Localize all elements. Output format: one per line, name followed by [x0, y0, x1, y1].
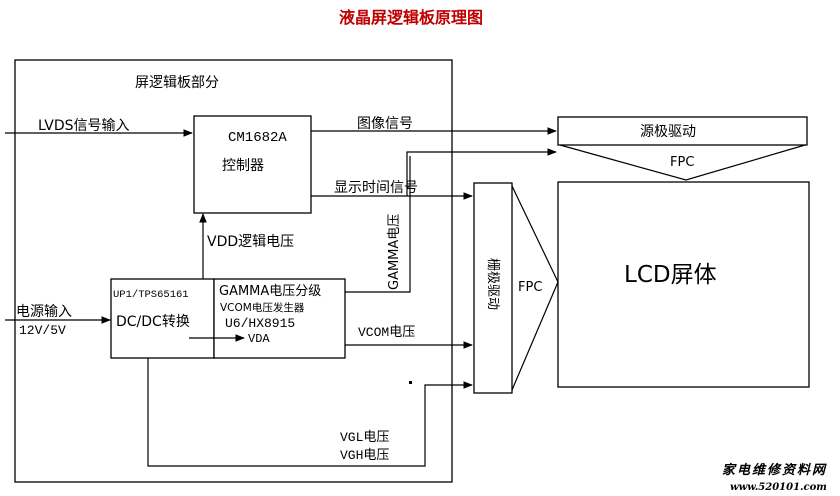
- watermark-url: www.520101.com: [730, 482, 827, 493]
- fpc-top-label: FPC: [670, 155, 694, 170]
- gamma-voltage-line: [345, 156, 411, 293]
- power-input-label: 电源输入: [16, 304, 72, 320]
- controller-chip-label: CM1682A: [228, 130, 287, 146]
- lcd-panel-label: LCD屏体: [624, 262, 717, 288]
- diagram-title: 液晶屏逻辑板原理图: [339, 8, 483, 27]
- vcom-generator-label: VCOM电压发生器: [220, 301, 305, 314]
- gamma-vcom-box: [213, 278, 346, 359]
- logic-board-frame: [14, 59, 453, 483]
- dcdc-box: [110, 278, 215, 359]
- gate-driver-label: 栅极驱动: [485, 258, 500, 310]
- vgl-vgh-line: [147, 358, 473, 467]
- gamma-voltage-label: GAMMA电压: [387, 214, 402, 290]
- gamma-part-label: U6/HX8915: [225, 316, 295, 331]
- dcdc-part-label: UP1/TPS65161: [113, 289, 189, 301]
- watermark-text: 家电维修资料网: [722, 462, 827, 478]
- source-driver-label: 源极驱动: [640, 124, 696, 140]
- fpc-side-label: FPC: [518, 280, 542, 295]
- dcdc-name-label: DC/DC转换: [116, 313, 190, 330]
- board-label: 屏逻辑板部分: [135, 75, 219, 91]
- image-signal-label: 图像信号: [357, 116, 413, 132]
- vgh-label: VGH电压: [340, 448, 389, 463]
- gamma-label: GAMMA电压分级: [219, 284, 321, 299]
- lcd-panel-box: [557, 181, 810, 388]
- gate-driver-box: [473, 182, 513, 394]
- controller-name-label: 控制器: [222, 158, 264, 174]
- speck: [409, 381, 412, 384]
- source-driver-box: [557, 116, 808, 146]
- controller-box: [193, 115, 312, 214]
- timing-to-source-line: [406, 148, 557, 196]
- power-voltage-label: 12V/5V: [19, 323, 66, 338]
- lvds-input-label: LVDS信号输入: [38, 118, 130, 134]
- timing-signal-label: 显示时间信号: [334, 180, 418, 196]
- vgl-label: VGL电压: [340, 430, 389, 445]
- vdd-label: VDD逻辑电压: [207, 234, 294, 250]
- vda-label: VDA: [248, 332, 270, 346]
- vcom-voltage-label: VCOM电压: [358, 325, 415, 340]
- source-fpc-wedge: [559, 144, 806, 181]
